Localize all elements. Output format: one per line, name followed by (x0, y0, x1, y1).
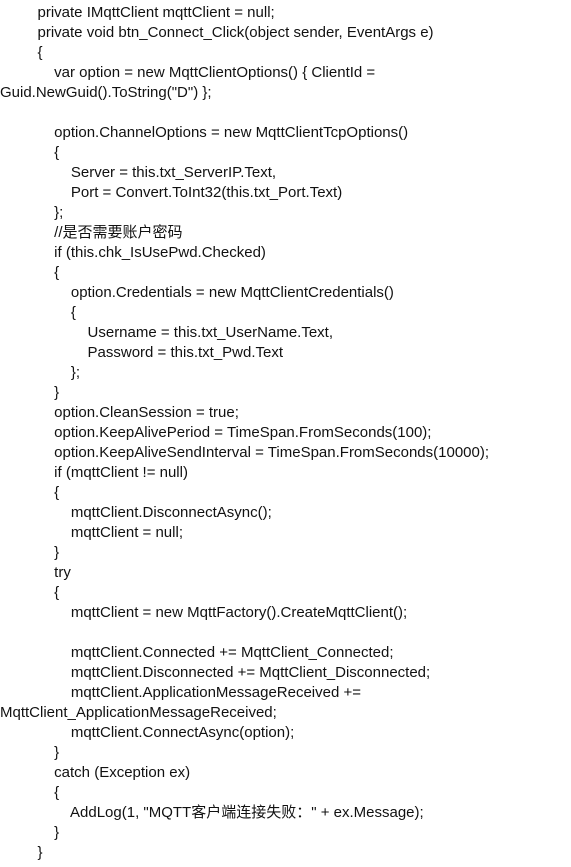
code-line: private IMqttClient mqttClient = null; (0, 4, 275, 21)
code-line: if (mqttClient != null) (0, 464, 188, 481)
code-line: { (0, 264, 60, 281)
code-line: Username = this.txt_UserName.Text, (0, 324, 334, 341)
code-line: if (this.chk_IsUsePwd.Checked) (0, 244, 266, 261)
code-line: }; (0, 364, 81, 381)
code-line: mqttClient = null; (0, 524, 183, 541)
code-line: { (0, 484, 60, 501)
code-line: mqttClient = new MqttFactory().CreateMqt… (0, 604, 408, 621)
code-line: AddLog(1, "MQTT客户端连接失败：" + ex.Message); (0, 804, 424, 821)
code-line: option.CleanSession = true; (0, 404, 239, 421)
code-block: private IMqttClient mqttClient = null; p… (0, 3, 571, 863)
code-line: mqttClient.ApplicationMessageReceived += (0, 684, 362, 701)
code-line: Server = this.txt_ServerIP.Text, (0, 164, 277, 181)
code-line: { (0, 304, 76, 321)
code-line: private void btn_Connect_Click(object se… (0, 24, 434, 41)
code-line: } (0, 844, 43, 861)
code-line: option.KeepAliveSendInterval = TimeSpan.… (0, 444, 490, 461)
code-line: try (0, 564, 71, 581)
code-line: } (0, 744, 60, 761)
code-line: } (0, 544, 60, 561)
code-line: { (0, 144, 60, 161)
code-line: option.Credentials = new MqttClientCrede… (0, 284, 394, 301)
code-line: mqttClient.Disconnected += MqttClient_Di… (0, 664, 431, 681)
code-line: }; (0, 204, 64, 221)
code-line: mqttClient.DisconnectAsync(); (0, 504, 272, 521)
code-line: var option = new MqttClientOptions() { C… (0, 64, 376, 81)
code-line-blank (0, 103, 571, 123)
code-line: { (0, 784, 60, 801)
code-line: MqttClient_ApplicationMessageReceived; (0, 704, 277, 721)
code-line: mqttClient.ConnectAsync(option); (0, 724, 295, 741)
code-line: } (0, 824, 60, 841)
code-line: option.ChannelOptions = new MqttClientTc… (0, 124, 409, 141)
code-line: Guid.NewGuid().ToString("D") }; (0, 84, 212, 101)
code-line: { (0, 44, 43, 61)
code-line: Password = this.txt_Pwd.Text (0, 344, 284, 361)
code-line: { (0, 584, 60, 601)
code-line: mqttClient.Connected += MqttClient_Conne… (0, 644, 394, 661)
code-line: option.KeepAlivePeriod = TimeSpan.FromSe… (0, 424, 432, 441)
code-line: catch (Exception ex) (0, 764, 191, 781)
code-line: Port = Convert.ToInt32(this.txt_Port.Tex… (0, 184, 343, 201)
code-line: } (0, 384, 60, 401)
code-line-blank (0, 623, 571, 643)
code-comment: //是否需要账户密码 (0, 224, 183, 241)
